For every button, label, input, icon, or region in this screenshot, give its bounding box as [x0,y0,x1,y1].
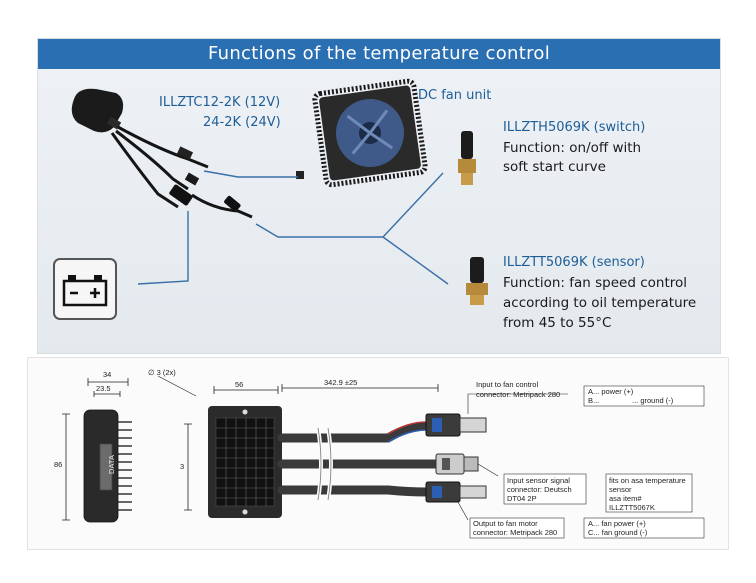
signal-wires [387,421,427,443]
drawing-graphic [62,375,705,539]
hole-note: ∅ 3 (2x) [148,368,176,377]
dim-56: 56 [235,380,244,389]
sensor-connector [435,453,479,475]
data-label: DATA [106,455,116,474]
output-note-1: Output to fan motor [473,519,538,528]
sensor-function-1: Function: fan speed control [503,275,688,291]
input-fan-note-1: Input to fan control [476,380,539,389]
controller-front-view [184,386,282,518]
pin-b-ground: ... ground (-) [632,396,674,405]
pin-b: B... [588,396,600,405]
sensor-signal-note-2: connector: Deutsch [507,485,572,494]
title-bar: Functions of the temperature control [38,39,720,69]
switch-function-1: Function: on/off with [503,140,642,156]
sensor-part-label: ILLZTT5069K (sensor) [503,255,645,270]
pin-a-fan: A... fan power (+) [588,519,646,528]
controller-cables [110,125,209,209]
switch-function-2: soft start curve [503,159,606,175]
output-connector [425,481,487,503]
switch-part-label: ILLZTH5069K (switch) [503,120,646,135]
input-fan-note-2: connector: Metripack 280 [476,390,561,399]
dim-3: 3 [180,462,185,471]
fits-note-3: asa item# [609,494,642,503]
wiring-graphic [53,78,488,320]
fan-label: DC fan unit [418,88,492,103]
output-note-2: connector: Metripack 280 [473,528,558,537]
note-boxes [469,385,705,539]
fits-note-4: ILLZTT5067K [609,503,655,512]
technical-drawing: 34 23.5 86 56 342.9 ±25 3 ∅ 3 (2x) DATA … [27,357,729,550]
blue-wiring [137,170,449,285]
battery-icon [53,258,117,320]
cable-connectors [169,146,241,212]
sensor-function-2: according to oil temperature [503,295,697,311]
cable-bundle [277,421,443,497]
functions-panel: Functions of the temperature control [37,38,721,354]
pin-a-power: A... power (+) [588,387,634,396]
sensor-signal-note-3: DT04 2P [507,494,537,503]
dc-fan-unit [296,78,428,188]
fits-note-1: fits on asa temperature [609,476,686,485]
controller-label-2: 24-2K (24V) [203,115,281,130]
dim-cable: 342.9 ±25 [324,378,358,387]
dim-inner: 23.5 [96,384,111,393]
switch-part [458,131,476,185]
controller-label-1: ILLZTC12-2K (12V) [159,95,281,110]
dim-width: 34 [103,370,112,379]
controller-module [71,88,124,133]
panel-title: Functions of the temperature control [207,43,551,64]
dim-height: 86 [54,460,63,469]
sensor-signal-note-1: Input sensor signal [507,476,570,485]
leader-lines [157,375,568,521]
input-connector [425,413,487,437]
sensor-part [466,257,488,305]
fits-note-2: sensor [609,485,632,494]
controller-side-view [62,378,132,523]
pin-c-fan: C... fan ground (-) [588,528,648,537]
sensor-function-3: from 45 to 55°C [503,315,612,331]
